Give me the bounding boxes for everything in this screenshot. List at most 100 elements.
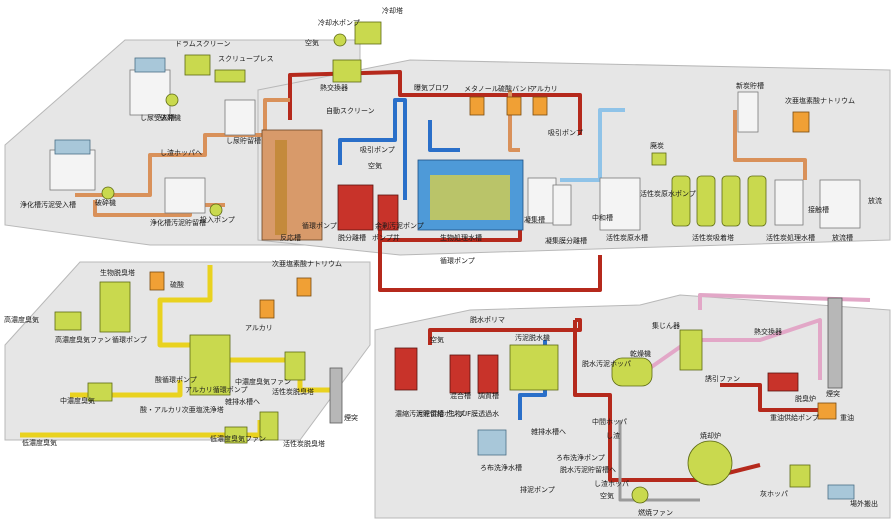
label-air4: 空気 (600, 491, 614, 500)
pump-well (377, 194, 399, 231)
pipe-grey-1 (618, 420, 700, 502)
carbon-tower-3 (721, 175, 741, 227)
label-hypochlorite1: 次亜塩素酸ナトリウム (785, 96, 855, 105)
label-circ-pump3: 循環ポンプ (112, 335, 147, 344)
label-high-odor-fan: 高濃度臭気ファン (55, 335, 111, 344)
label-night-soil-tank: し尿受入槽 (140, 113, 175, 122)
label-night-soil-storage: し尿貯留槽 (226, 136, 261, 145)
label-mid-odor-fan: 中濃度臭気ファン (235, 377, 291, 386)
sludge-dewaterer (509, 344, 559, 391)
label-stack2: 煙突 (826, 389, 840, 398)
label-bio-deodor-tower: 生物脱臭塔 (100, 268, 135, 277)
incinerator (687, 440, 733, 486)
septic-truck-icon (54, 139, 91, 155)
label-auto-screen: 自動スクリーン (326, 106, 375, 115)
label-export: 場外搬出 (850, 499, 878, 508)
label-cooling-tower: 冷却塔 (382, 6, 403, 15)
deodor-stack (329, 367, 343, 424)
pipe-yellow-1 (157, 265, 213, 348)
sludge-stack (827, 297, 843, 389)
label-residue-hopper: し渣ホッパ (594, 479, 629, 488)
label-mid-odor: 中濃度臭気 (60, 396, 95, 405)
label-carbon-feed-pump: 活性炭原水ポンプ (640, 189, 696, 198)
label-conditioning-tank: 調質槽 (478, 391, 499, 400)
label-dewater-cake-hopper: 脱水汚泥ホッパ (582, 359, 631, 368)
night-soil-receiving-tank (129, 69, 171, 116)
cooling-tower (354, 21, 382, 45)
label-drum-screen: ドラムスクリーン (175, 40, 230, 48)
label-acid-circ-pump: 酸循環ポンプ (155, 375, 197, 384)
night-soil-storage-tank (224, 99, 256, 136)
label-discharge-pump: 排泥ポンプ (520, 485, 555, 494)
label-septic-tank: 浄化槽汚泥受入槽 (20, 200, 76, 209)
night-soil-truck-icon (134, 57, 166, 73)
mid-odor-fan (87, 382, 113, 402)
label-disinfect-tank: 接触槽 (808, 205, 829, 214)
septic-receiving-tank (49, 149, 96, 191)
label-circ-pump2: 循環ポンプ (440, 256, 475, 265)
label-combustion-fan: 燃焼ファン (638, 508, 673, 517)
label-dewater-polymer: 脱水ポリマ (470, 315, 505, 324)
label-bio-uf: 生物UF膜透過水 (448, 409, 499, 418)
mix-tank (449, 354, 471, 394)
pipe-lightblue-1 (560, 108, 625, 182)
label-low-odor: 低濃度臭気 (22, 438, 57, 447)
label-denitrif-tank: 脱分離槽 (338, 233, 366, 242)
carbon-deodor-tower-2 (259, 411, 279, 441)
release-tank (819, 179, 861, 229)
export-truck-icon (827, 484, 855, 500)
label-mid-hopper: 中間ホッパ (592, 417, 627, 426)
pipe-pink-1 (638, 318, 822, 380)
coag-tank (527, 177, 557, 224)
pipe-tan-4 (733, 110, 807, 180)
label-low-odor-fan: 低濃度臭気ファン (210, 434, 266, 443)
label-air3: 空気 (430, 335, 444, 344)
label-sludge-dewater: 汚泥脱水機 (515, 333, 550, 342)
label-sludge-feed-pump: 汚泥供給ポンプ (416, 409, 465, 418)
label-ash-hopper: 灰ホッパ (760, 489, 788, 498)
label-dewater-storage: 脱水汚泥貯留槽へ (560, 465, 616, 474)
pipe-red-furnace (720, 383, 820, 412)
conc-sludge-tank (394, 347, 418, 391)
label-blower1: 曝気ブロワ (414, 83, 449, 92)
label-filter-cloth-pump: ろ布洗浄ポンプ (556, 453, 605, 462)
activated-carbon-silo (737, 91, 759, 133)
label-carbon-storage: 新炭貯槽 (736, 81, 764, 90)
high-odor-fan (54, 311, 82, 331)
label-alkali1: アルカリ (530, 85, 558, 93)
bio-deodor-tower (99, 281, 131, 333)
label-cooling-pump: 冷却水ポンプ (318, 18, 360, 27)
label-fuel-feed-pump: 重油供給ポンプ (770, 413, 819, 422)
carbon-tower-1 (671, 175, 691, 227)
label-hopper-s: し渣 (606, 431, 620, 440)
septic-storage-tank (164, 177, 206, 214)
bio-tank-inner (430, 175, 510, 220)
label-neutral-tank: 中和槽 (592, 213, 613, 222)
label-acid-alkali-wash: 酸・アルカリ次亜塩洗浄塔 (140, 405, 224, 414)
acid-alkali-wash-tower (189, 334, 231, 396)
reaction-tank (261, 129, 323, 241)
label-alkali2: アルカリ (245, 324, 273, 332)
dust-collector (679, 329, 703, 371)
label-methanol: メタノール (464, 84, 499, 93)
label-surplus-pump: 余剰汚泥ポンプ (375, 221, 424, 230)
alkali-tank-1 (532, 96, 548, 116)
label-night-soil-hopper: し渣ホッパへ (160, 148, 202, 157)
label-coag-sep: 凝集膜分離槽 (545, 236, 587, 245)
pipe-blue-1 (338, 98, 407, 200)
label-heat-exchanger2: 熱交換器 (754, 327, 782, 336)
label-sulfate-band: 硫酸バンド (498, 84, 533, 93)
label-carbon-treated-tank: 活性炭処理水槽 (766, 233, 815, 242)
cooling-pump (333, 33, 347, 47)
label-hypochlorite2: 次亜塩素酸ナトリウム (272, 259, 342, 268)
label-misc-water2: 雑排水槽へ (531, 427, 566, 436)
label-circ-pump1: 循環ポンプ (302, 221, 337, 230)
label-dust-collector: 集じん器 (652, 321, 680, 330)
filter-cloth-tank (477, 429, 507, 456)
label-bio-tank: 生物処理水槽 (440, 233, 482, 242)
methanol-tank (469, 96, 485, 116)
sulfuric-acid-tank (149, 271, 165, 291)
spent-carbon-box (651, 152, 667, 166)
label-release-tank: 放流槽 (832, 233, 853, 242)
